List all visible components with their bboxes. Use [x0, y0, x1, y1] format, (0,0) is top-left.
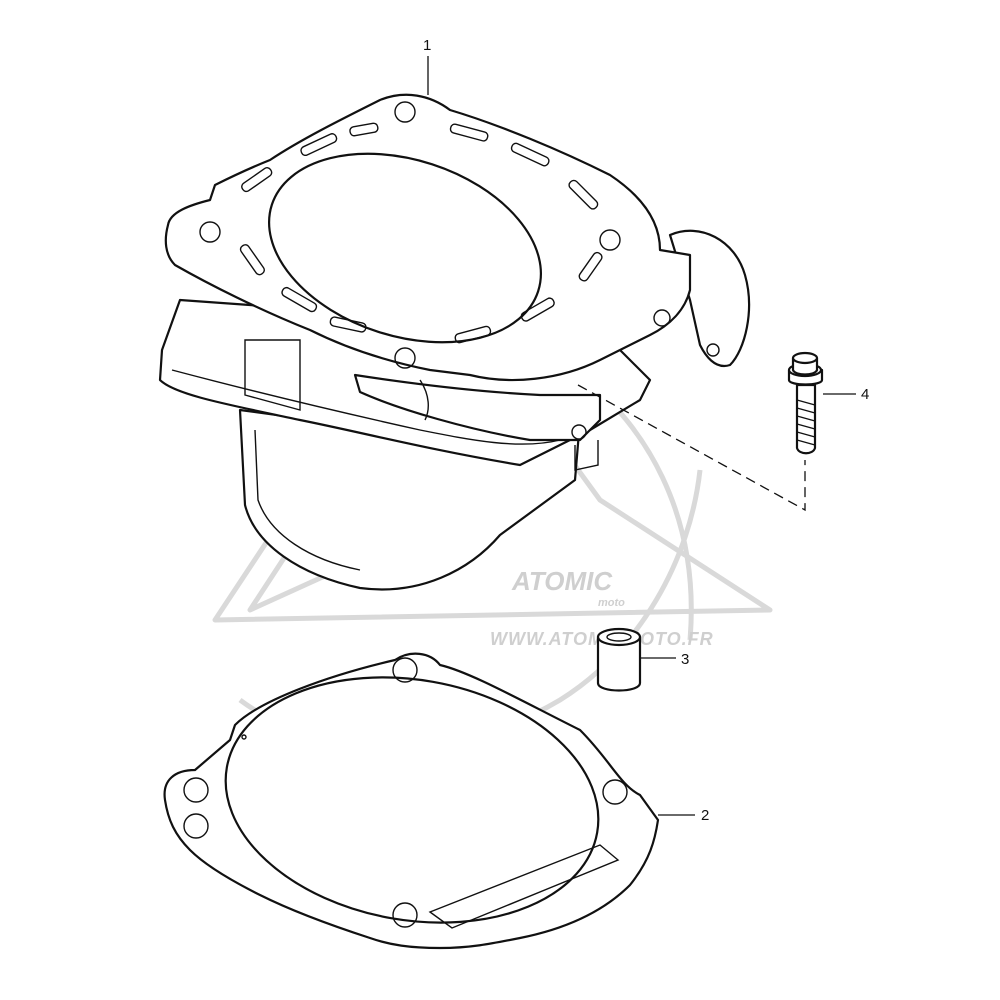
watermark-logo-text: ATOMIC — [511, 566, 613, 596]
dowel-pin-part[interactable] — [596, 627, 642, 692]
callout-4: 4 — [861, 386, 869, 403]
bolt-hole-indicator — [577, 384, 806, 512]
leader-lines — [427, 56, 856, 816]
callout-3: 3 — [681, 651, 689, 668]
cylinder-part[interactable] — [158, 93, 751, 591]
base-gasket-part[interactable] — [163, 649, 660, 951]
callout-labels: 1 2 3 4 — [423, 37, 869, 824]
watermark-logo-sub: moto — [598, 597, 625, 609]
callout-1: 1 — [423, 37, 431, 54]
bolt-part[interactable] — [787, 351, 824, 455]
callout-2: 2 — [701, 807, 709, 824]
